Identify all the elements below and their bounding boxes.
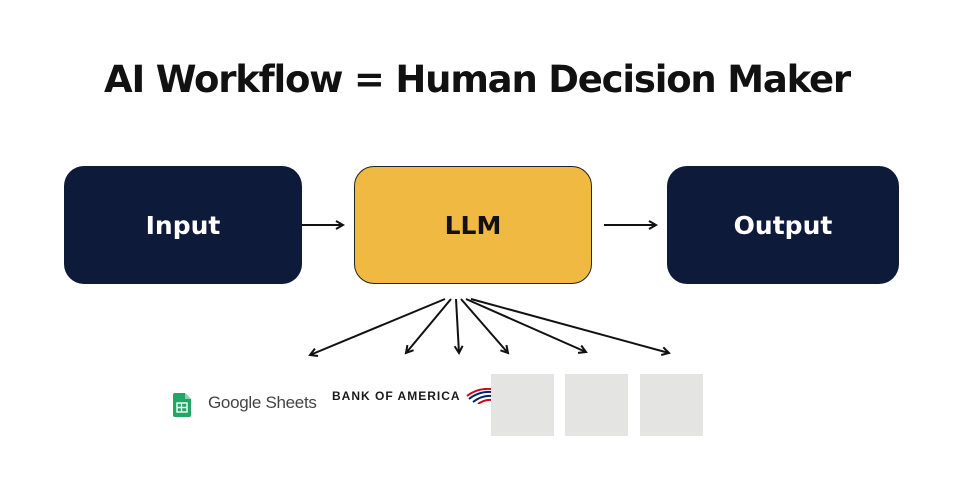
arrow-llm-to-tool-4 — [460, 298, 508, 353]
arrow-llm-to-bank-of-america — [406, 298, 452, 353]
input-label: Input — [145, 210, 221, 240]
tool-placeholder-1 — [491, 374, 554, 436]
bank-of-america-logo: BANK OF AMERICA — [332, 388, 493, 404]
output-label: Output — [733, 210, 833, 240]
tool-placeholder-2 — [565, 374, 628, 436]
arrow-llm-to-tool-6 — [470, 298, 669, 353]
arrow-llm-to-tool-3 — [456, 298, 459, 353]
google-sheets-icon — [173, 393, 191, 417]
output-box: Output — [667, 166, 899, 284]
arrow-llm-to-tool-5 — [465, 298, 586, 352]
arrow-llm-to-google-sheets — [310, 298, 446, 355]
llm-label: LLM — [444, 210, 502, 240]
input-box: Input — [64, 166, 302, 284]
google-sheets-label: Google Sheets — [208, 393, 317, 412]
llm-box: LLM — [354, 166, 592, 284]
tool-placeholder-3 — [640, 374, 703, 436]
bank-of-america-flag-icon — [465, 388, 492, 404]
bank-of-america-label: BANK OF AMERICA — [332, 389, 461, 403]
diagram-title: AI Workflow = Human Decision Maker — [104, 58, 851, 101]
